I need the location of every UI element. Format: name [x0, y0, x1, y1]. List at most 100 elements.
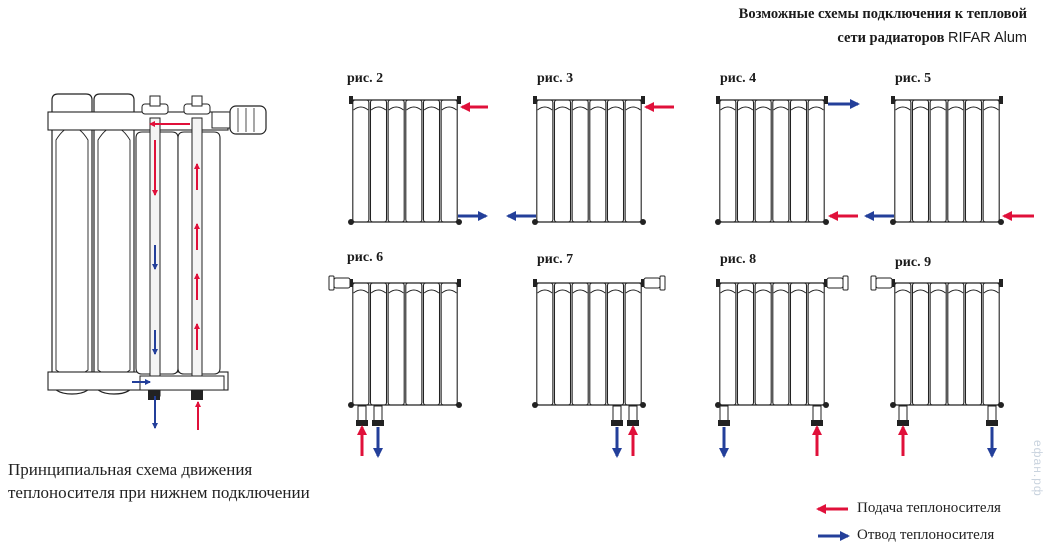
radiator-section [789, 99, 808, 223]
inner-pipe-supply [191, 117, 203, 397]
figure-label-2: рис. 2 [347, 71, 384, 86]
radiator-section [369, 99, 388, 223]
pipe-nut [611, 420, 623, 426]
section-top-curve [773, 289, 789, 294]
section-top-curve [773, 106, 789, 111]
pipe-nut [356, 420, 368, 426]
radiator-section [929, 99, 947, 223]
section-top-curve [895, 289, 911, 294]
radiator-section [807, 282, 825, 406]
section-top-curve [755, 289, 771, 294]
top-plug [824, 96, 828, 104]
radiator-fig-5 [890, 96, 1004, 225]
bottom-plug [456, 219, 462, 225]
radiator-section [947, 282, 965, 406]
brand-name: RIFAR Alum [948, 30, 1027, 46]
section-top-curve [572, 289, 588, 294]
top-plug [533, 279, 537, 287]
thermostat-head [229, 105, 267, 135]
radiator-section [440, 99, 458, 223]
air-valve-cap [842, 275, 849, 291]
radiator-section [589, 282, 607, 406]
section-top-curve [790, 106, 807, 111]
pipe-nut [897, 420, 909, 426]
pipe-nut [372, 420, 384, 426]
bottom-plug [640, 219, 646, 225]
radiator-section [736, 99, 755, 223]
top-plug [457, 279, 461, 287]
radiator-fig-2 [348, 96, 462, 225]
section-top-curve [590, 289, 606, 294]
radiator-section [589, 99, 607, 223]
section-top-curve [406, 106, 422, 111]
radiator-section [754, 99, 772, 223]
pipe-nut [718, 420, 730, 426]
radiator-section [754, 282, 772, 406]
section-top-curve [388, 106, 404, 111]
figure-label-6: рис. 6 [347, 250, 384, 265]
thermostat-body [211, 111, 233, 129]
top-plug [349, 279, 353, 287]
radiator-section [553, 99, 572, 223]
radiator-section [536, 282, 554, 406]
section-top-curve [370, 289, 387, 294]
radiator-section [422, 99, 441, 223]
radiator-section [440, 282, 458, 406]
radiator-section [911, 282, 930, 406]
section-top-curve [965, 106, 982, 111]
diagram-title-line1: Возможные схемы подключения к тепловой [738, 6, 1027, 22]
top-plug [349, 96, 353, 104]
section-top-curve [441, 289, 457, 294]
pipe-nut [148, 390, 160, 400]
air-valve [875, 277, 893, 289]
section-top-curve [895, 106, 911, 111]
air-valve-cap [659, 275, 666, 291]
radiator-section [606, 99, 625, 223]
top-plug [641, 279, 645, 287]
radiator-fig-8 [715, 275, 849, 426]
section-top-curve [737, 289, 754, 294]
bottom-plug [823, 402, 829, 408]
section-top-curve [720, 289, 736, 294]
top-plug [999, 96, 1003, 104]
radiator-section [405, 99, 423, 223]
section-top-curve [353, 289, 369, 294]
section-top-curve [537, 106, 553, 111]
figure-label-7: рис. 7 [537, 252, 574, 267]
section-top-curve [406, 289, 422, 294]
top-plug [641, 96, 645, 104]
principle-radiator [47, 93, 267, 400]
section-top-curve [537, 289, 553, 294]
valve-stem [191, 95, 203, 107]
bottom-plug [715, 219, 721, 225]
bottom-plug [640, 402, 646, 408]
air-valve [333, 277, 351, 289]
air-valve [643, 277, 661, 289]
watermark: ефан.рф [1031, 440, 1045, 497]
radiator-section [553, 282, 572, 406]
bottom-connection-pipe [719, 405, 729, 423]
section-top-curve [983, 289, 999, 294]
bottom-connection-block [139, 375, 225, 391]
radiator-fig-9 [870, 275, 1004, 426]
radiator-section [982, 99, 1000, 223]
radiator-fig-3 [532, 96, 646, 225]
section-top-curve [983, 106, 999, 111]
section-top-curve [912, 289, 929, 294]
bottom-connection-pipe [612, 405, 622, 423]
radiator-section [624, 282, 642, 406]
section-top-curve [554, 106, 571, 111]
section-top-curve [965, 289, 982, 294]
radiator-section [982, 282, 1000, 406]
top-plug [716, 96, 720, 104]
top-plug [999, 279, 1003, 287]
bottom-plug [532, 219, 538, 225]
bottom-plug [532, 402, 538, 408]
radiator-section [911, 99, 930, 223]
section-top-curve [948, 289, 964, 294]
section-top-curve [930, 106, 946, 111]
section-top-curve [370, 106, 387, 111]
figure-label-3: рис. 3 [537, 71, 574, 86]
figure-label-5: рис. 5 [895, 71, 932, 86]
